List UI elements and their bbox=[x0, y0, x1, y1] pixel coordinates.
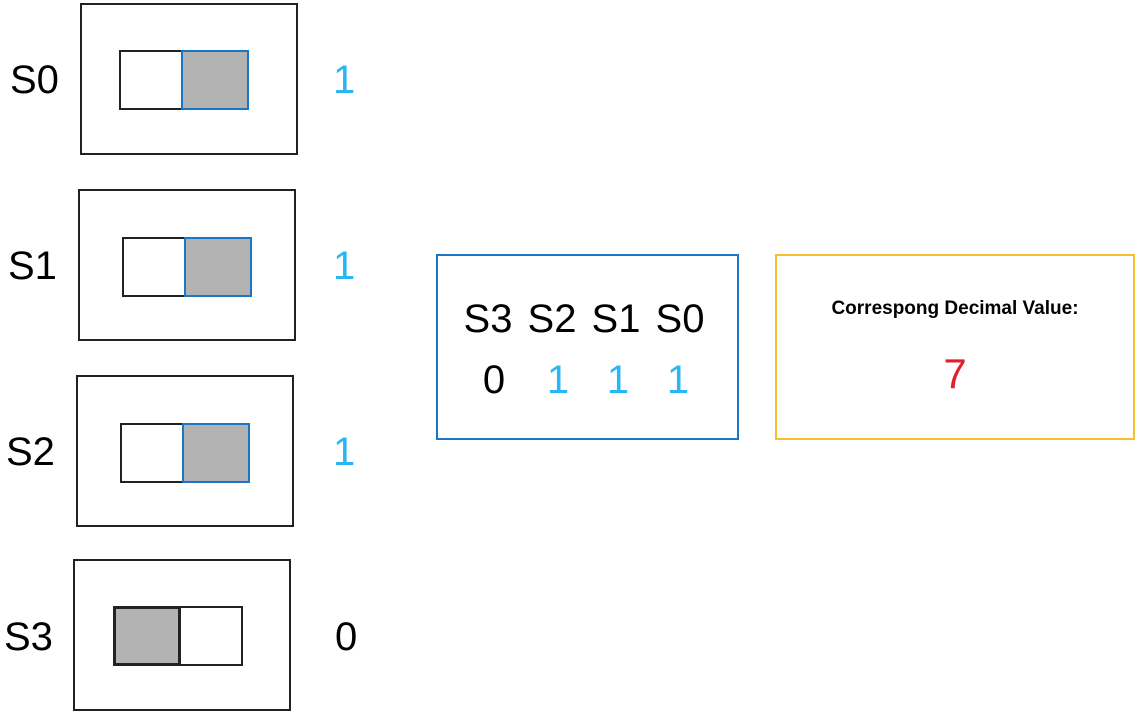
binary-representation-box: S3 S2 S1 S0 0 1 1 1 bbox=[436, 254, 739, 440]
binary-bit-s3: 0 bbox=[482, 358, 506, 402]
switch-frame-s1 bbox=[78, 189, 296, 341]
binary-bit-s0: 1 bbox=[666, 358, 690, 402]
binary-bit-s1: 1 bbox=[606, 358, 630, 402]
switch-label-s1: S1 bbox=[8, 244, 57, 288]
switch-label-s3: S3 bbox=[4, 615, 53, 659]
switch-frame-s3 bbox=[73, 559, 291, 711]
decimal-value-box: Correspong Decimal Value: 7 bbox=[775, 254, 1135, 440]
toggle-knob-s2[interactable] bbox=[182, 423, 250, 483]
binary-bit-s2: 1 bbox=[546, 358, 570, 402]
switch-value-s1: 1 bbox=[333, 244, 356, 288]
switch-frame-s2 bbox=[76, 375, 294, 527]
binary-header-s3: S3 bbox=[463, 297, 513, 341]
toggle-switch-s0[interactable] bbox=[119, 50, 249, 110]
decimal-title: Correspong Decimal Value: bbox=[831, 298, 1079, 319]
binary-header-s1: S1 bbox=[591, 297, 641, 341]
switch-value-s3: 0 bbox=[335, 615, 358, 659]
toggle-switch-s2[interactable] bbox=[120, 423, 250, 483]
switch-value-s0: 1 bbox=[333, 58, 356, 102]
toggle-knob-s1[interactable] bbox=[184, 237, 252, 297]
toggle-knob-s3[interactable] bbox=[113, 606, 181, 666]
switch-label-s0: S0 bbox=[10, 58, 59, 102]
decimal-value: 7 bbox=[943, 350, 967, 397]
switch-value-s2: 1 bbox=[333, 430, 356, 474]
toggle-knob-s0[interactable] bbox=[181, 50, 249, 110]
binary-header-s2: S2 bbox=[527, 297, 577, 341]
switch-label-s2: S2 bbox=[6, 430, 55, 474]
binary-header-s0: S0 bbox=[655, 297, 705, 341]
switch-frame-s0 bbox=[80, 3, 298, 155]
toggle-switch-s1[interactable] bbox=[122, 237, 252, 297]
toggle-switch-s3[interactable] bbox=[113, 606, 243, 666]
